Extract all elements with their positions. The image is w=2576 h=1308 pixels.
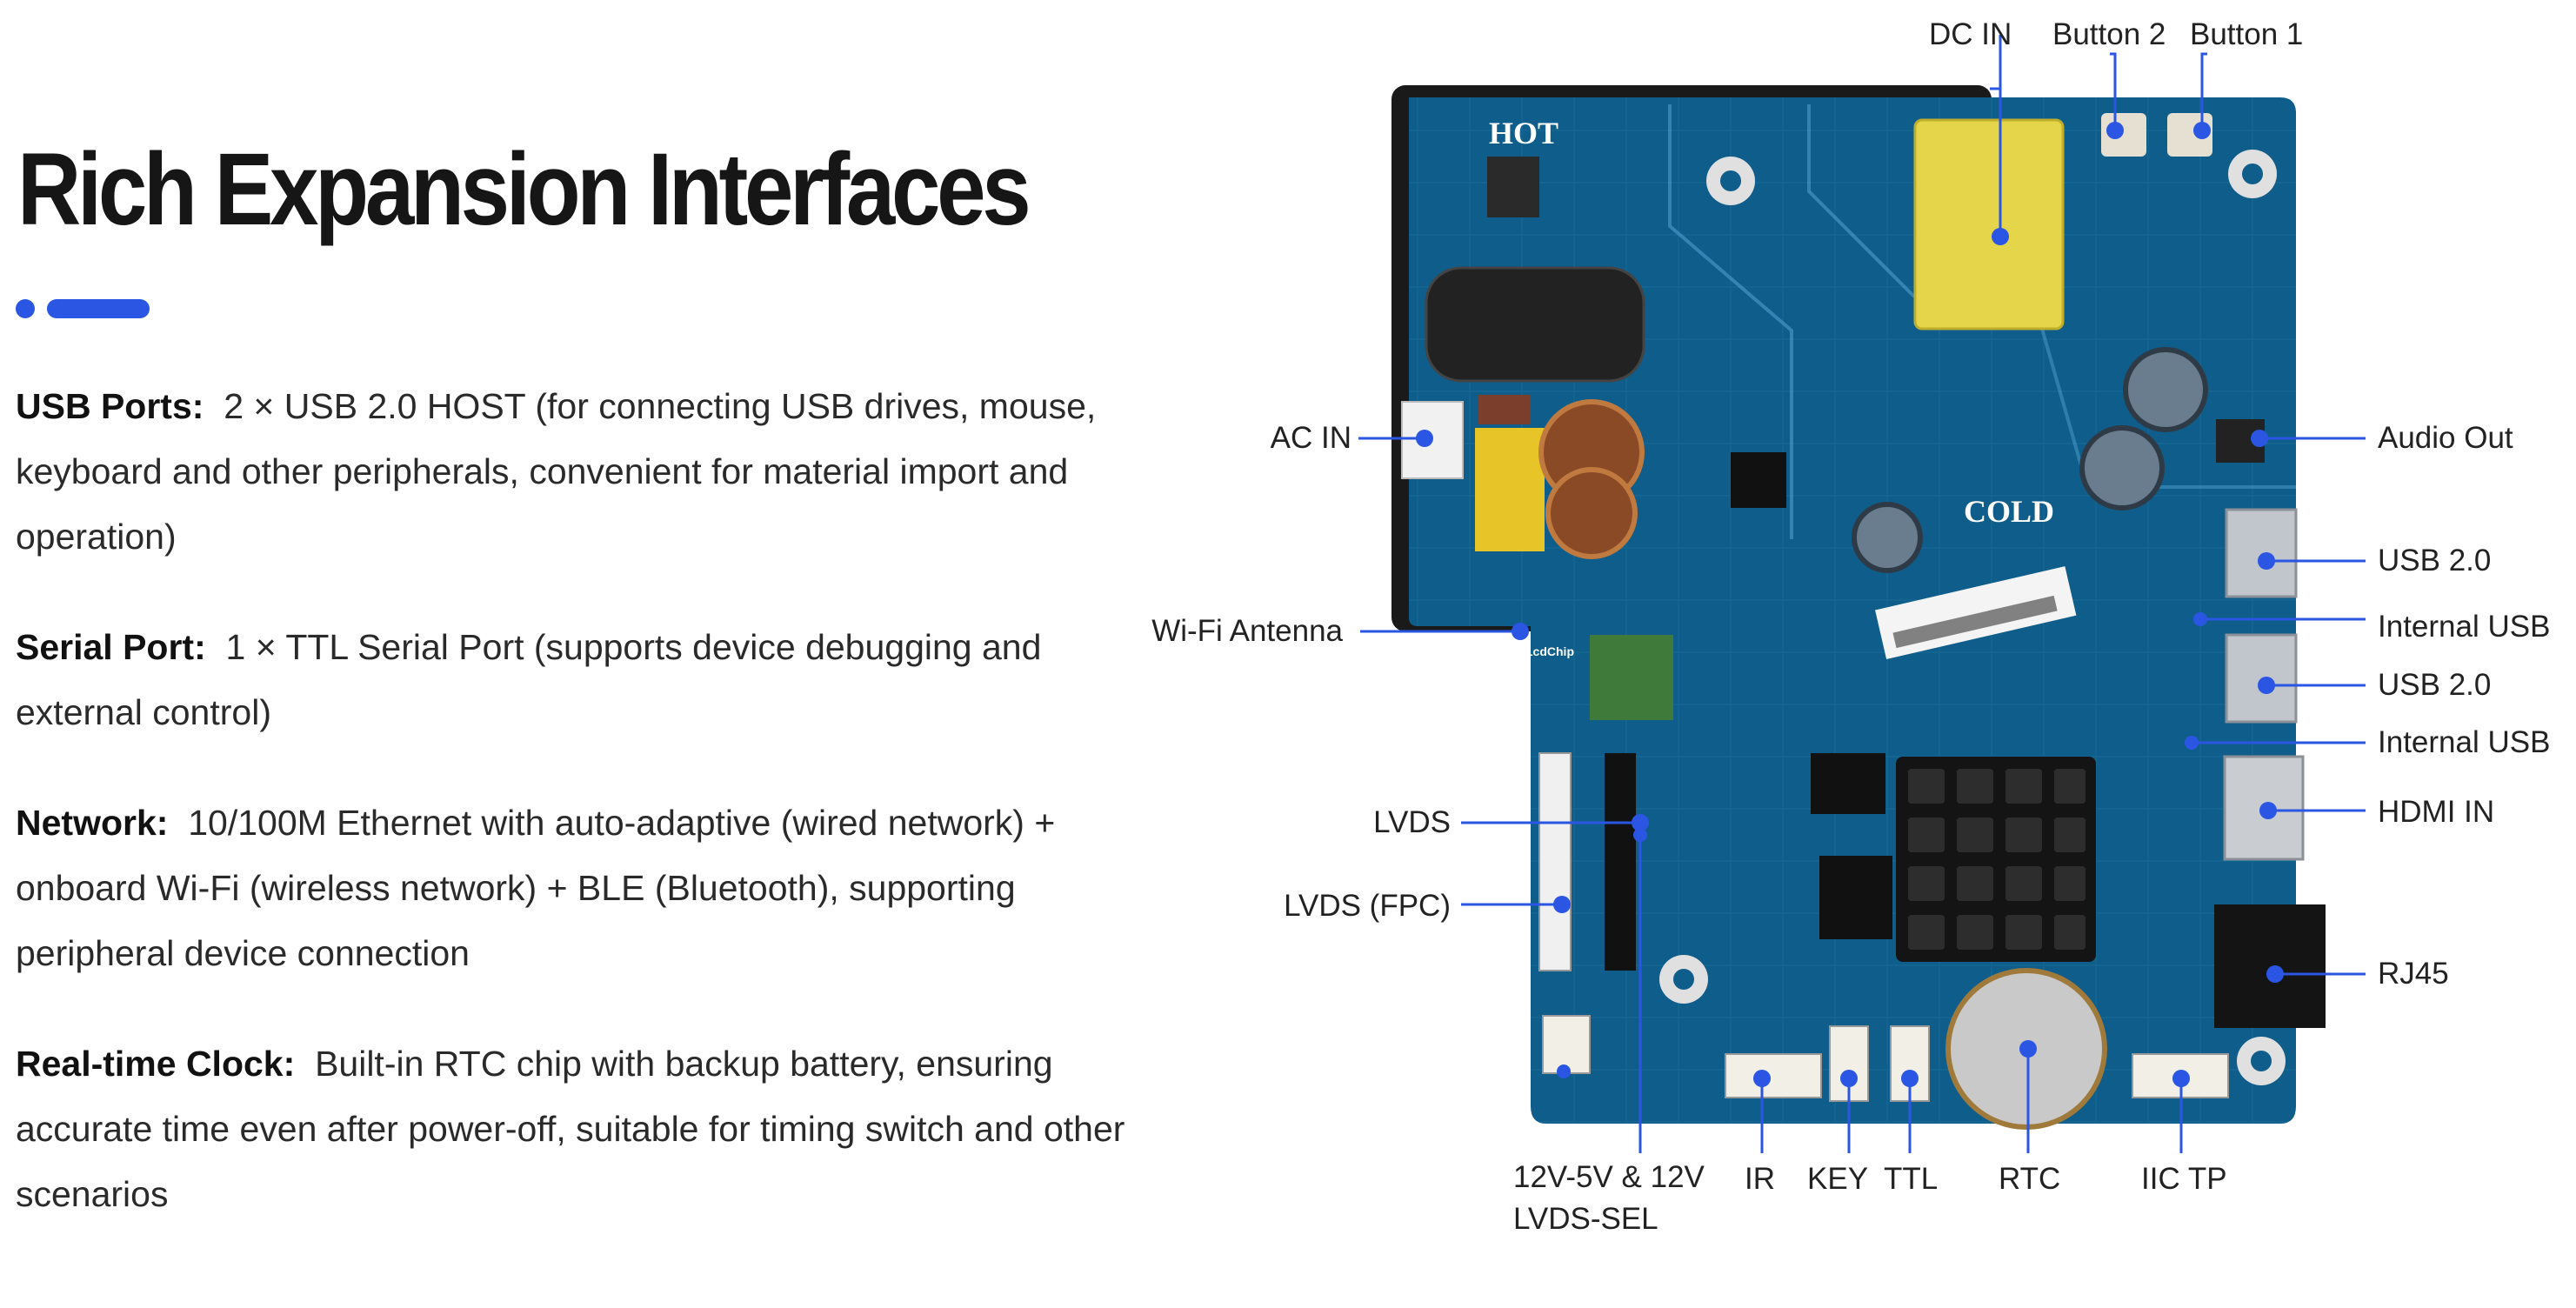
silk-hot: HOT: [1489, 116, 1558, 150]
label-lvds: LVDS: [1373, 805, 1451, 839]
callout-dots: [1416, 122, 2284, 1087]
heatsink: [1896, 757, 2096, 962]
capacitor: [2123, 347, 2208, 432]
transformer: [1913, 118, 2065, 330]
feature-lead: Real-time Clock:: [16, 1044, 296, 1084]
ir-connector: [1725, 1053, 1822, 1098]
label-dc-in: DC IN: [1929, 17, 2012, 51]
feature-text: 2 × USB 2.0 HOST (for connecting USB dri…: [16, 386, 1097, 557]
accent-dot: [16, 299, 35, 318]
silk-brand: LcdChip: [1525, 644, 1574, 658]
wifi-module: [1590, 635, 1673, 720]
label-hdmi-in: HDMI IN: [2378, 795, 2495, 829]
feature-network: Network: 10/100M Ethernet with auto-adap…: [16, 791, 1138, 986]
board-illustration: HOT COLD: [1358, 35, 2366, 1153]
label-rj45: RJ45: [2378, 957, 2449, 991]
label-lvds-sel-line2: LVDS-SEL: [1513, 1202, 1658, 1236]
label-wifi-antenna: Wi-Fi Antenna: [1151, 614, 1343, 648]
feature-text: 10/100M Ethernet with auto-adaptive (wir…: [16, 803, 1056, 973]
label-lvds-fpc: LVDS (FPC): [1284, 889, 1451, 923]
silk-cold: COLD: [1964, 494, 2054, 529]
page-title: Rich Expansion Interfaces: [17, 132, 1031, 247]
label-button-2: Button 2: [2052, 17, 2166, 51]
label-button-1: Button 1: [2190, 17, 2304, 51]
label-iic-tp: IIC TP: [2141, 1162, 2227, 1196]
bulk-capacitor: [1425, 266, 1645, 383]
label-audio-out: Audio Out: [2378, 421, 2513, 455]
x-capacitor: [1475, 428, 1545, 551]
feature-real-time-clock: Real-time Clock: Built-in RTC chip with …: [16, 1031, 1138, 1227]
label-usb20-a: USB 2.0: [2378, 544, 2492, 577]
label-ttl: TTL: [1884, 1162, 1939, 1196]
label-ac-in: AC IN: [1270, 421, 1351, 455]
lvds-header: [1605, 753, 1636, 971]
label-internal-usb-b: Internal USB: [2378, 725, 2551, 759]
label-usb20-b: USB 2.0: [2378, 668, 2492, 702]
label-rtc: RTC: [1999, 1162, 2061, 1196]
feature-text: 1 × TTL Serial Port (supports device deb…: [16, 627, 1042, 732]
feature-lead: USB Ports:: [16, 386, 204, 426]
label-internal-usb-a: Internal USB: [2378, 610, 2551, 644]
feature-list: USB Ports: 2 × USB 2.0 HOST (for connect…: [16, 374, 1138, 1272]
callout-lines: [1358, 35, 2366, 1153]
feature-lead: Serial Port:: [16, 627, 206, 667]
usb-port-1: [2225, 508, 2298, 598]
serial-label: [1875, 566, 2077, 660]
label-lvds-sel-line1: 12V-5V & 12V: [1513, 1160, 1705, 1194]
accent-bar: [47, 299, 150, 318]
feature-usb-ports: USB Ports: 2 × USB 2.0 HOST (for connect…: [16, 374, 1138, 570]
lvds-fpc-connector: [1538, 752, 1572, 971]
rj45-port: [2214, 904, 2326, 1028]
feature-lead: Network:: [16, 803, 169, 843]
ic-chip: [1819, 856, 1892, 939]
feature-serial-port: Serial Port: 1 × TTL Serial Port (suppor…: [16, 615, 1138, 745]
label-key: KEY: [1807, 1162, 1869, 1196]
feature-text: Built-in RTC chip with backup battery, e…: [16, 1044, 1125, 1214]
label-ir: IR: [1745, 1162, 1775, 1196]
board-figure: HOT COLD: [1131, 0, 2576, 1308]
